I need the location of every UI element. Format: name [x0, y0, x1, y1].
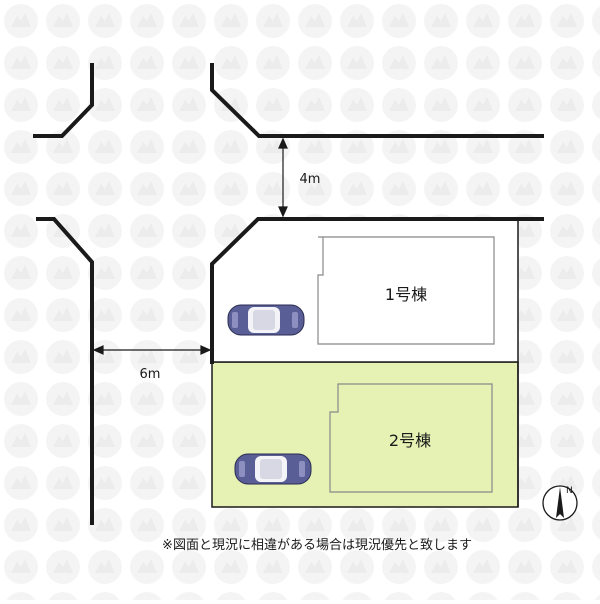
dimension-road-width-label: 4m	[300, 172, 321, 187]
dimension-side-road-width-label: 6m	[140, 367, 161, 382]
lot-1-label: 1号棟	[385, 285, 427, 304]
lot-1-area	[212, 220, 518, 362]
car-icon	[227, 304, 305, 336]
car-icon	[234, 453, 312, 485]
road-edge-left	[36, 217, 94, 525]
north-compass-icon: N	[542, 485, 578, 521]
disclaimer-note: ※図面と現況に相違がある場合は現況優先と致します	[162, 538, 472, 553]
dimension-road-width	[278, 137, 288, 218]
lot-boundaries	[212, 220, 519, 507]
road-edge-top-left	[33, 63, 94, 138]
compass-label: N	[566, 486, 573, 496]
dimension-side-road-width	[92, 345, 212, 355]
road-edge-top-right	[210, 63, 544, 138]
building-2-outline	[329, 383, 493, 493]
road-edge-lot-front	[210, 217, 544, 364]
building-1-outline	[317, 236, 495, 345]
lot-2-label: 2号棟	[389, 431, 431, 450]
road-edges	[33, 63, 544, 525]
